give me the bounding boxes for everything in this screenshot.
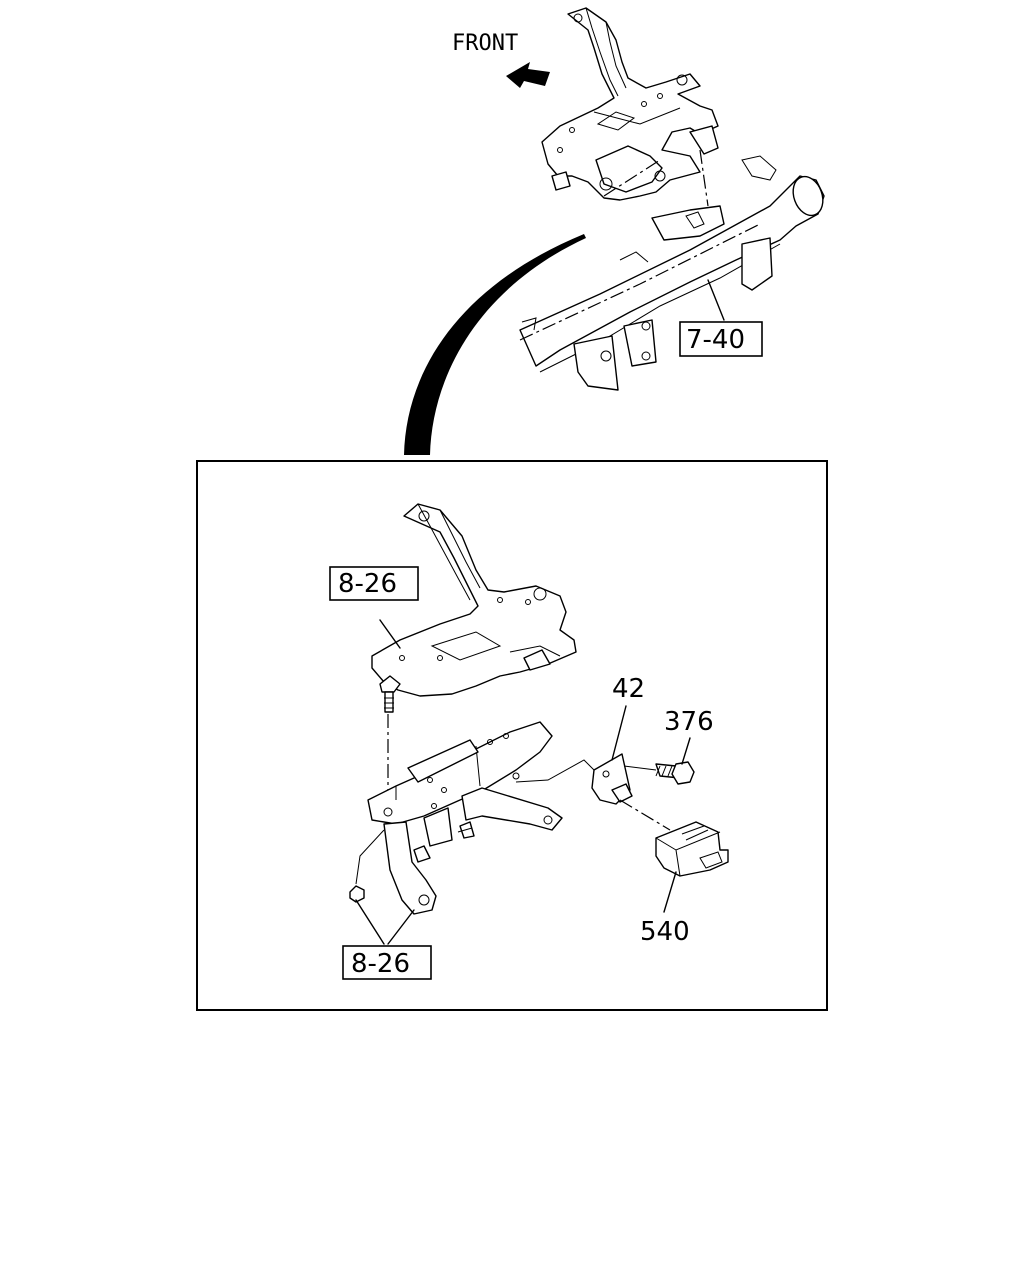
callout-bolt: 376: [664, 707, 714, 737]
front-arrow-icon: [506, 62, 550, 88]
callout-box-lower-ref: [342, 945, 432, 980]
callout-relay: 540: [640, 917, 690, 947]
detail-frame: [196, 460, 828, 1011]
zoom-curve-icon: [404, 234, 586, 455]
detail-assembly: [349, 503, 729, 945]
callout-bracket: 42: [612, 674, 645, 704]
callout-top-ref: 7-40: [686, 325, 745, 355]
callout-box-top-ref: [679, 321, 763, 357]
callout-box-upper-ref: [329, 566, 419, 601]
callout-upper-ref: 8-26: [338, 569, 397, 599]
callout-lower-ref: 8-26: [351, 949, 410, 979]
overview-assembly: [519, 7, 825, 391]
front-label: FRONT: [452, 31, 518, 56]
